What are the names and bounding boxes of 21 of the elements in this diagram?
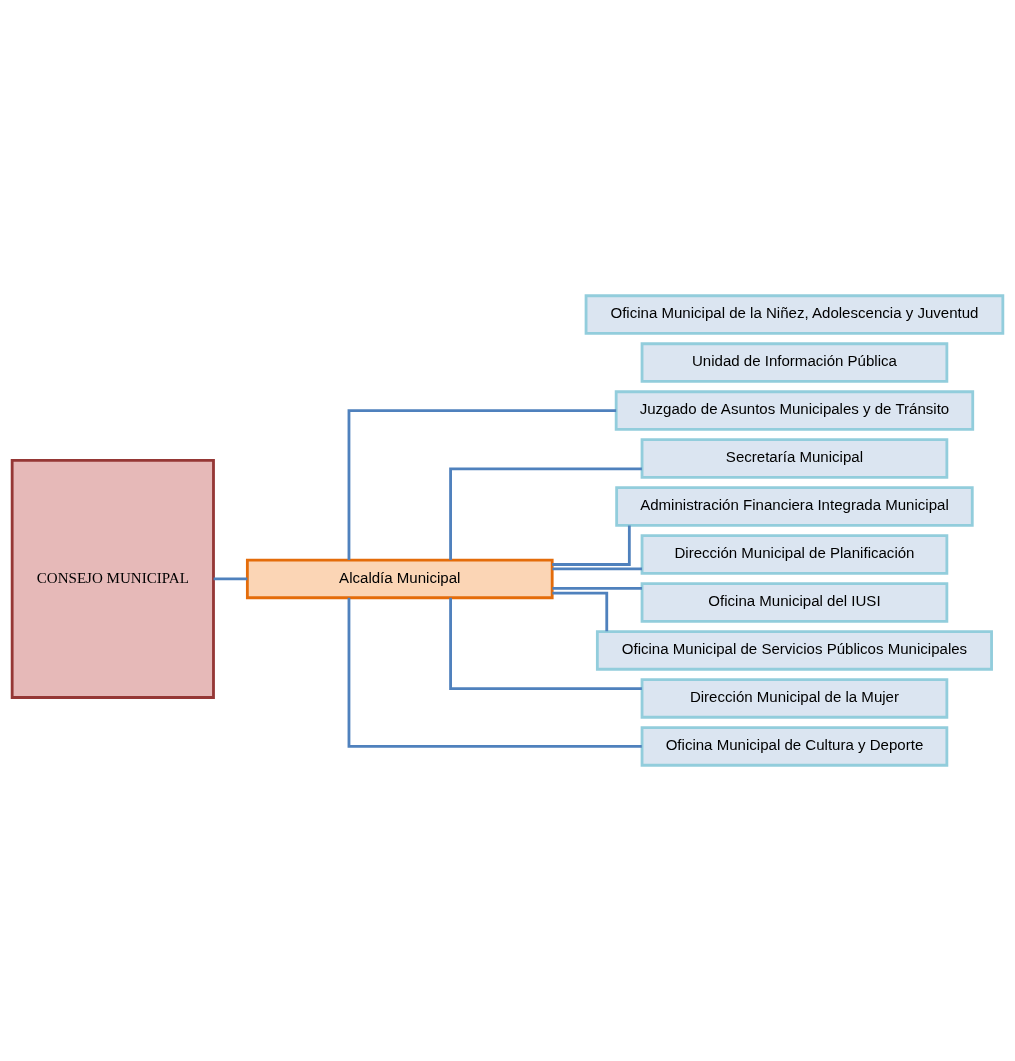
- connector: [552, 591, 609, 632]
- connector: [347, 409, 617, 560]
- node-box: Oficina Municipal de la Niñez, Adolescencia y Juventud: [584, 294, 1005, 335]
- connector: [552, 586, 642, 590]
- node-box: Dirección Municipal de Planificación: [640, 534, 949, 575]
- connector: [449, 597, 642, 690]
- node-box: Oficina Municipal del IUSI: [640, 582, 949, 623]
- connector: [213, 577, 248, 581]
- connector: [347, 597, 642, 748]
- node-box: CONSEJO MUNICIPAL: [10, 459, 215, 699]
- connector: [449, 467, 642, 561]
- node-box: Secretaría Municipal: [640, 438, 949, 479]
- node-box: Juzgado de Asuntos Municipales y de Tránsito: [614, 390, 975, 431]
- node-box: Alcaldía Municipal: [245, 558, 554, 600]
- connector: [552, 525, 631, 566]
- connector: [552, 567, 642, 571]
- node-box: Oficina Municipal de Cultura y Deporte: [640, 726, 949, 767]
- node-box: Administración Financiera Integrada Municipal: [615, 486, 974, 527]
- node-box: Unidad de Información Pública: [640, 342, 949, 383]
- node-box: Oficina Municipal de Servicios Públicos Municipales: [595, 630, 993, 671]
- node-box: Dirección Municipal de la Mujer: [640, 678, 949, 719]
